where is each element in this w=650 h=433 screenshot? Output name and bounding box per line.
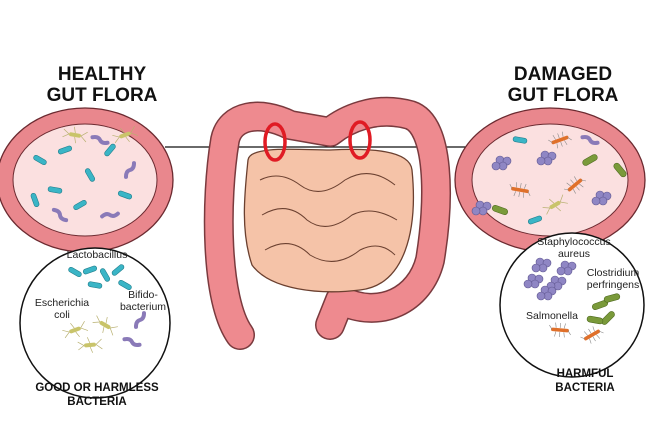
label-salmonella: Salmonella <box>526 310 578 322</box>
small-intestine <box>243 148 415 293</box>
damaged-caption-line2: BACTERIA <box>555 382 614 394</box>
healthy-caption-line2: BACTERIA <box>67 396 126 408</box>
label-escherichia-line2: coli <box>54 309 70 321</box>
label-staphylococcus-line2: aureus <box>558 248 590 260</box>
highlight-ring-right <box>348 120 372 160</box>
healthy-title-line1: HEALTHY <box>58 64 147 85</box>
label-lactobacillus: Lactobacillus <box>67 249 128 261</box>
healthy-caption-line1: GOOD OR HARMLESS <box>35 382 159 394</box>
healthy-cross-section <box>0 107 174 253</box>
label-bifido-line2: bacterium <box>120 301 166 313</box>
healthy-title-line2: GUT FLORA <box>47 85 158 106</box>
label-staphylococcus-line1: Staphylococcus <box>537 236 611 248</box>
damaged-cross-section <box>454 107 646 253</box>
colon-illustration <box>203 96 451 350</box>
label-escherichia-line1: Escherichia <box>35 297 89 309</box>
label-clostridium-line1: Clostridium <box>587 267 640 279</box>
damaged-title-line2: GUT FLORA <box>508 85 619 106</box>
highlight-ring-left <box>263 122 287 162</box>
damaged-title-line1: DAMAGED <box>514 64 612 85</box>
label-clostridium-line2: perfringens <box>587 279 640 291</box>
healthy-detail-circle <box>19 247 171 399</box>
damaged-caption-line1: HARMFUL <box>557 368 614 380</box>
damaged-detail-circle <box>499 232 645 378</box>
label-bifido-line1: Bifido- <box>128 289 158 301</box>
